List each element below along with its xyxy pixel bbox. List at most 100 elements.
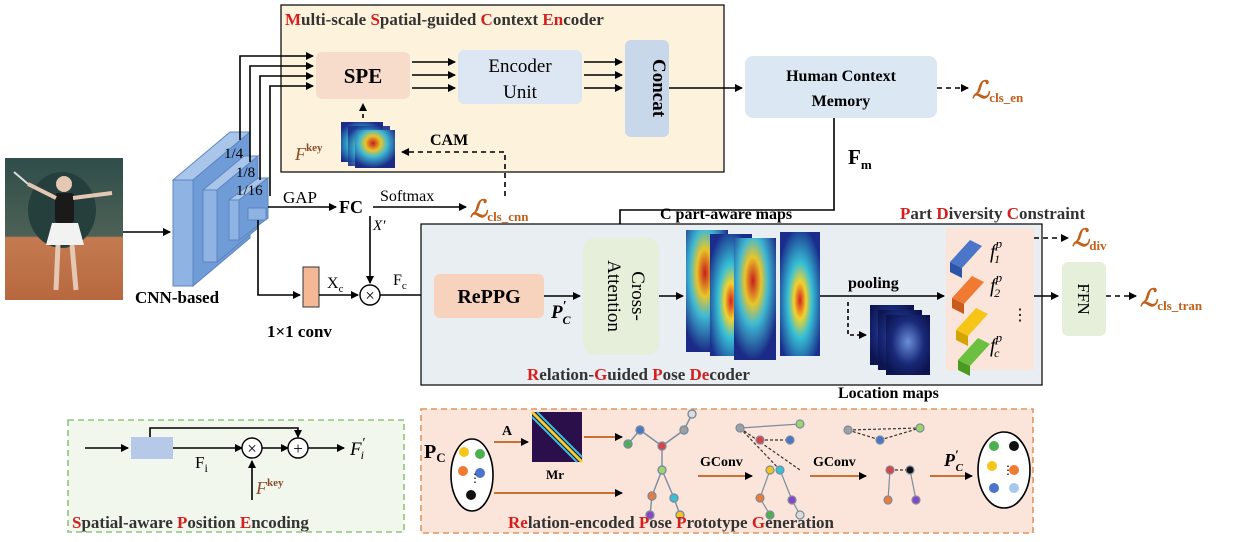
pooling-to-location-dashed	[847, 302, 867, 339]
reppg-title-part: Re	[508, 513, 528, 532]
ffn-block	[1062, 262, 1106, 336]
spe-panel-title: Spatial-aware Position Encoding	[72, 513, 309, 532]
reppg-out-label: P′C	[943, 447, 964, 474]
ffn-label: FFN	[1074, 283, 1093, 314]
pdc-dots: ⋮	[1012, 307, 1028, 324]
spe-fi-label: Fi	[195, 453, 208, 475]
pdc-title: Part Diversity Constraint	[900, 204, 1085, 223]
times-symbol: ×	[365, 286, 375, 305]
fkey-label-top: Fkey	[294, 142, 323, 164]
rgpd-title-part: R	[527, 365, 540, 384]
reppg-panel	[420, 408, 1034, 534]
pooling-label: pooling	[848, 275, 899, 292]
mse-title-part: patial-guided	[380, 10, 481, 29]
spe-to-encoder-arrows	[412, 58, 623, 92]
pdc-title-part: P	[900, 204, 910, 223]
spe-panel-block	[131, 437, 173, 459]
reppg-panel-title: Relation-encoded Pose Prototype Generati…	[508, 513, 835, 532]
cam-label: CAM	[430, 132, 468, 149]
x-prime-label: X′	[372, 218, 386, 234]
rgpd-title-part: De	[690, 365, 710, 384]
encoder-line1: Encoder	[488, 56, 552, 77]
conv-1x1-label: 1×1 conv	[267, 322, 332, 341]
scale-1-16: 1/16	[236, 183, 263, 199]
cross-line2: Attention	[603, 260, 624, 332]
conv-1x1-block	[302, 266, 320, 308]
cross-attention-block	[583, 238, 659, 355]
loss-cls-en: ℒcls_en	[972, 78, 1024, 105]
reppg-output-dots	[987, 441, 1019, 493]
fm-label: Fm	[848, 145, 872, 172]
mse-title-part: coder	[563, 10, 604, 29]
reppg-title-part: P	[676, 513, 686, 532]
loss-cls-tran: ℒcls_tran	[1140, 286, 1203, 313]
pdc-title-part: onstraint	[1019, 204, 1085, 223]
reppg-output-dots-ellipsis: ⋮	[1002, 463, 1014, 477]
concat-label: Concat	[648, 59, 669, 118]
rgpd-title-part: coder	[709, 365, 750, 384]
memory-to-crossattn-path	[616, 118, 835, 237]
relation-matrix-mr	[530, 410, 584, 464]
spe-title-part: osition	[187, 513, 239, 532]
gconv2-label: GConv	[813, 455, 856, 470]
multiscale-arrows	[239, 52, 314, 196]
spe-label: SPE	[344, 64, 383, 88]
reppg-title-part: G	[752, 513, 765, 532]
rgpd-title-part: ose	[663, 365, 690, 384]
fc-label: FC	[339, 197, 363, 217]
softmax-label: Softmax	[380, 188, 434, 205]
location-maps-label: Location maps	[838, 385, 939, 402]
pose-graph-1	[623, 409, 697, 520]
spe-times-symbol: ×	[247, 439, 257, 458]
rgpd-title: Relation-Guided Pose Decoder	[527, 365, 750, 384]
fkey-heatmap	[341, 122, 395, 168]
rgpd-title-part: elation-	[539, 365, 594, 384]
mse-title-part: S	[370, 10, 379, 29]
pdc-title-part: iversity	[949, 204, 1007, 223]
location-maps	[870, 305, 930, 375]
input-person-image	[5, 158, 123, 300]
pdc-title-part: art	[910, 204, 936, 223]
spe-fkey-label: Fkey	[255, 477, 284, 498]
reppg-block	[434, 274, 544, 318]
encoder-unit-block	[458, 50, 582, 104]
scale-1-8: 1/8	[236, 165, 255, 181]
spe-title-part: E	[240, 513, 251, 532]
gconv1-label: GConv	[700, 455, 743, 470]
reppg-title-part: lation-encoded	[528, 513, 639, 532]
pose-graph-2	[735, 419, 805, 520]
xc-label: Xc	[327, 275, 344, 295]
fc-out-label: Fc	[393, 272, 407, 292]
spe-panel	[67, 419, 405, 533]
spe-plus-symbol: +	[293, 439, 303, 458]
rgpd-title-part: P	[652, 365, 662, 384]
reppg-mr-label: Mr	[546, 467, 564, 482]
concat-block	[625, 40, 669, 137]
spe-block	[316, 52, 410, 99]
pose-graph-3	[843, 423, 925, 505]
spe-title-part: ncoding	[251, 513, 309, 532]
reppg-title-part: ose	[649, 513, 676, 532]
cnn-based-label: CNN-based	[135, 288, 220, 307]
human-context-memory-block	[745, 56, 937, 118]
reppg-title-part: rototype	[687, 513, 752, 532]
memory-line1: Human Context	[786, 68, 896, 85]
rgpd-title-part: G	[594, 365, 607, 384]
part-feature-blocks	[950, 240, 990, 376]
reppg-title-part: P	[639, 513, 649, 532]
cross-line1: Cross-	[627, 271, 648, 321]
part-aware-maps	[686, 230, 820, 360]
mse-title-part: ontext	[493, 10, 543, 29]
mse-title: Multi-scale Spatial-guided Context Encod…	[285, 10, 604, 29]
reppg-a-label: A	[502, 424, 513, 439]
reppg-title-part: eneration	[765, 513, 834, 532]
memory-line2: Memory	[812, 93, 871, 110]
reppg-input-dots-ellipsis: ⋮	[469, 471, 481, 485]
backbone-to-conv-path	[257, 220, 301, 299]
gap-label: GAP	[283, 188, 317, 207]
mse-title-part: M	[285, 10, 301, 29]
spe-fi-prime-label: F′i	[349, 436, 366, 462]
